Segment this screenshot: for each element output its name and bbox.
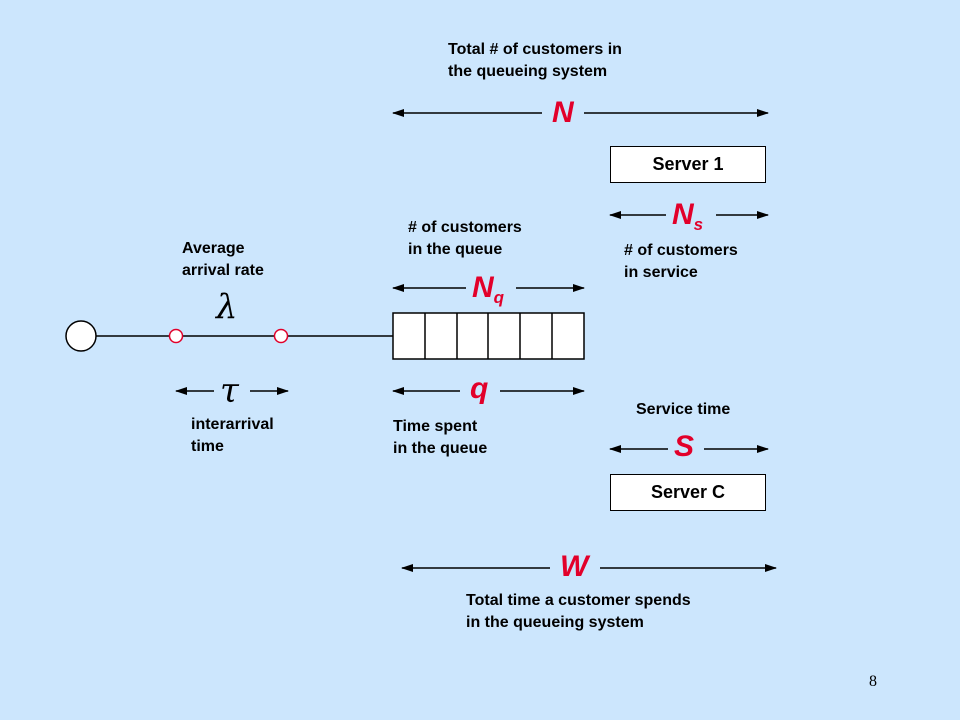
total-customers-label: Total # of customers in the queueing sys… <box>448 41 622 80</box>
symbol-n: N <box>552 96 574 129</box>
lambda-symbol: λ <box>216 287 238 327</box>
customers-in-service-label: # of customers in service <box>624 242 738 281</box>
symbol-w: W <box>560 550 589 583</box>
interarrival-label: interarrival time <box>191 416 274 455</box>
symbol-ns: Ns <box>672 198 704 235</box>
customers-in-queue-label: # of customers in the queue <box>408 219 522 258</box>
arrival-marker-1 <box>168 328 184 344</box>
symbol-q: q <box>470 372 489 405</box>
server-c-box: Server C <box>610 474 766 511</box>
server-c-label: Server C <box>650 482 726 502</box>
total-time-label: Total time a customer spends in the queu… <box>466 592 691 631</box>
time-in-queue-label: Time spent in the queue <box>393 418 488 457</box>
symbol-nq: Nq <box>472 271 505 308</box>
queue-buffer <box>392 312 585 360</box>
symbol-s: S <box>674 430 695 463</box>
arrival-marker-2 <box>273 328 289 344</box>
arrival-rate-label: Average arrival rate <box>182 240 264 279</box>
tau-symbol: τ <box>220 371 239 411</box>
server-1-box: Server 1 <box>610 146 766 183</box>
service-time-label: Service time <box>636 401 731 418</box>
customer-source <box>65 320 97 352</box>
page-number: 8 <box>869 673 877 690</box>
server-1-label: Server 1 <box>652 154 724 174</box>
